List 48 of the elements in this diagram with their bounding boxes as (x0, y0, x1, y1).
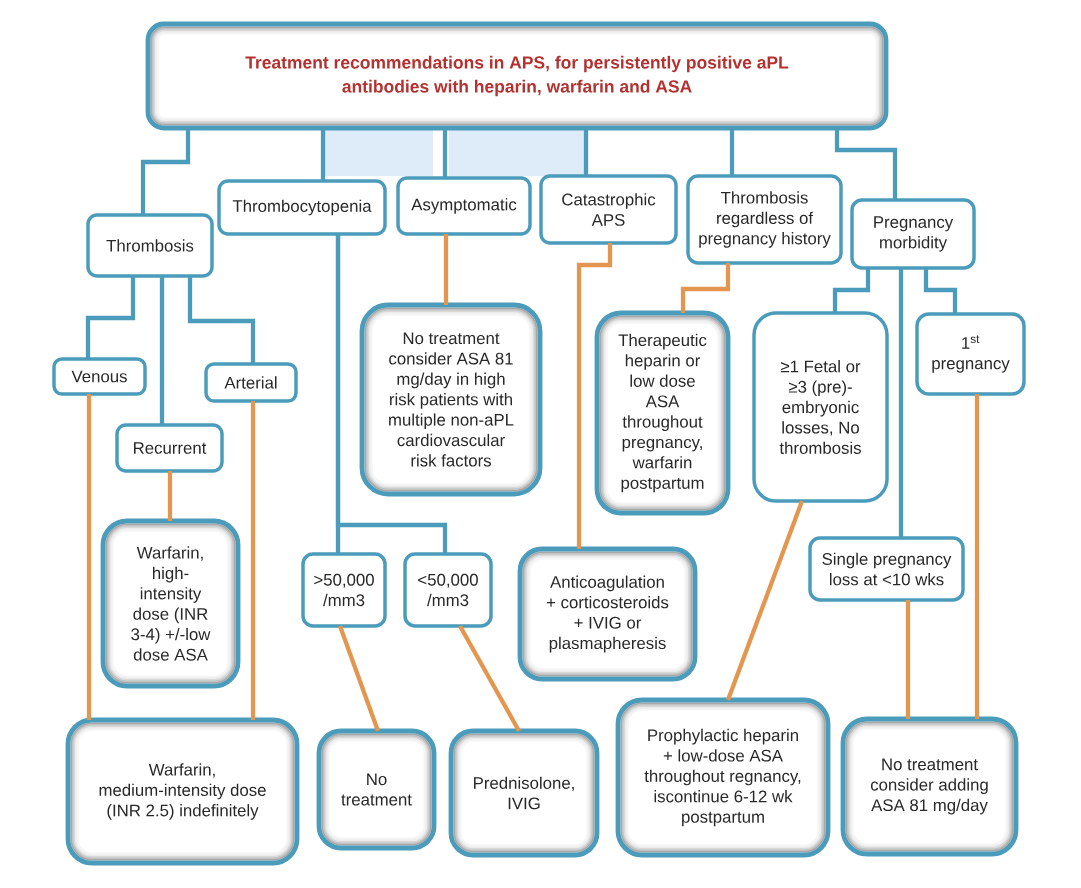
criterion-box: Thrombocytopenia (217, 179, 387, 236)
criterion-box: Recurrent (115, 423, 224, 473)
recommendation-box: No treatment (316, 728, 437, 851)
connector-line (576, 243, 613, 549)
recommendation-box: No treatment consider adding ASA 81 mg/day (840, 716, 1019, 857)
connector-line (923, 268, 958, 314)
criterion-box: 1$^{st}$ pregnancy (915, 312, 1026, 396)
connector-line (458, 624, 521, 733)
connector-line (726, 500, 804, 701)
criterion-box: >50,000 /mm3 (301, 552, 387, 628)
connector-line (583, 128, 589, 176)
recommendation-box: Prophylactic heparin + low-dose ASA throughout regnancy, iscontinue 6-12 wk postpartum (615, 697, 831, 858)
criterion-box: Single pregnancy loss at <10 wks (808, 536, 965, 602)
recommendation-box: Warfarin, high-intensity dose (INR 3-4) +/-low dose ASA (100, 518, 241, 689)
connector-line (335, 234, 448, 554)
connector-line (338, 625, 380, 732)
criterion-box: Arterial (204, 362, 298, 403)
recommendation-box: Anticoagulation + corticosteroids + IVIG or plasmapheresis (517, 546, 698, 682)
connector-line (167, 471, 173, 521)
recommendation-box: Therapeutic heparin or low dose ASA throughout pregnancy, warfarin postpartum (594, 310, 731, 516)
criterion-box: Thrombosis (86, 213, 214, 278)
connector-line (974, 394, 980, 719)
criterion-box: ≥1 Fetal or ≥3 (pre)-embryonic losses, No thrombosis (752, 311, 889, 503)
connector-line (898, 268, 904, 538)
connector-line (832, 268, 871, 313)
connector-line (86, 394, 92, 720)
connector-line (834, 128, 898, 200)
recommendation-box: No treatment consider ASA 81 mg/day in high risk patients with multiple non-aPL cardiovascular risk factors (359, 302, 543, 497)
connector-line (680, 263, 731, 313)
recommendation-box: Prednisolone, IVIG (448, 728, 600, 858)
connector-line (250, 401, 256, 720)
connector-line (85, 276, 136, 359)
connector-line (187, 276, 256, 364)
connector-line (729, 128, 735, 176)
criterion-box: Venous (52, 357, 147, 396)
criterion-box: Asymptomatic (396, 176, 532, 236)
title-box: Treatment recommendations in APS, for persistently positive aPL antibodies with heparin, warfarin and ASA (145, 21, 889, 131)
connector-line (320, 128, 326, 181)
connector-line (905, 600, 911, 719)
criterion-box: <50,000 /mm3 (403, 552, 493, 628)
connector-line (443, 234, 449, 305)
criterion-box: Catastrophic APS (539, 174, 678, 245)
recommendation-box: Warfarin, medium-intensity dose (INR 2.5) indefinitely (65, 717, 300, 866)
connector-line (140, 128, 191, 215)
criterion-box: Thrombosis regardless of pregnancy history (686, 174, 843, 265)
connector-line (159, 276, 165, 425)
criterion-box: Pregnancy morbidity (850, 198, 976, 270)
connector-line (442, 128, 448, 178)
